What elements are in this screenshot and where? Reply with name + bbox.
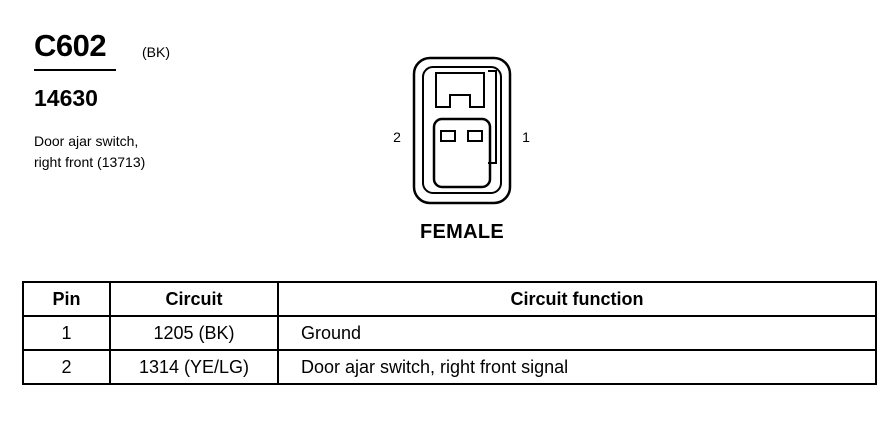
- pin-cavity-2: [440, 130, 456, 142]
- connector-key-tab: [435, 72, 485, 108]
- description-line-1: Door ajar switch,: [34, 133, 139, 149]
- pin-cell: 2: [22, 349, 111, 385]
- part-number: 14630: [34, 85, 98, 111]
- connector-id: C602: [34, 28, 107, 63]
- connector-latch: [488, 70, 497, 164]
- connector-gender-label: FEMALE: [420, 221, 505, 243]
- pin-cavity-1: [467, 130, 483, 142]
- pin-table: Pin Circuit Circuit function 1 1205 (BK)…: [22, 281, 877, 385]
- function-cell: Door ajar switch, right front signal: [277, 349, 877, 385]
- pin-label-right: 1: [522, 129, 530, 145]
- description-line-2: right front (13713): [34, 154, 146, 170]
- pin-label-left: 2: [393, 129, 401, 145]
- connector-description: Door ajar switch, right front (13713): [34, 131, 145, 173]
- connector-face-diagram: 2 1: [393, 56, 530, 205]
- header-circuit: Circuit: [109, 281, 279, 317]
- connector-housing-outer: [412, 56, 512, 205]
- circuit-cell: 1314 (YE/LG): [109, 349, 279, 385]
- pin-cell: 1: [22, 315, 111, 351]
- function-cell: Ground: [277, 315, 877, 351]
- pin-table-header-row: Pin Circuit Circuit function: [22, 281, 877, 317]
- circuit-cell: 1205 (BK): [109, 315, 279, 351]
- header-pin: Pin: [22, 281, 111, 317]
- connector-id-underline: [34, 69, 116, 71]
- connector-housing-inner: [422, 66, 502, 194]
- terminal-block: [432, 117, 492, 189]
- table-row: 1 1205 (BK) Ground: [22, 315, 877, 351]
- header-circuit-function: Circuit function: [277, 281, 877, 317]
- table-row: 2 1314 (YE/LG) Door ajar switch, right f…: [22, 349, 877, 385]
- connector-color-code: (BK): [142, 44, 170, 60]
